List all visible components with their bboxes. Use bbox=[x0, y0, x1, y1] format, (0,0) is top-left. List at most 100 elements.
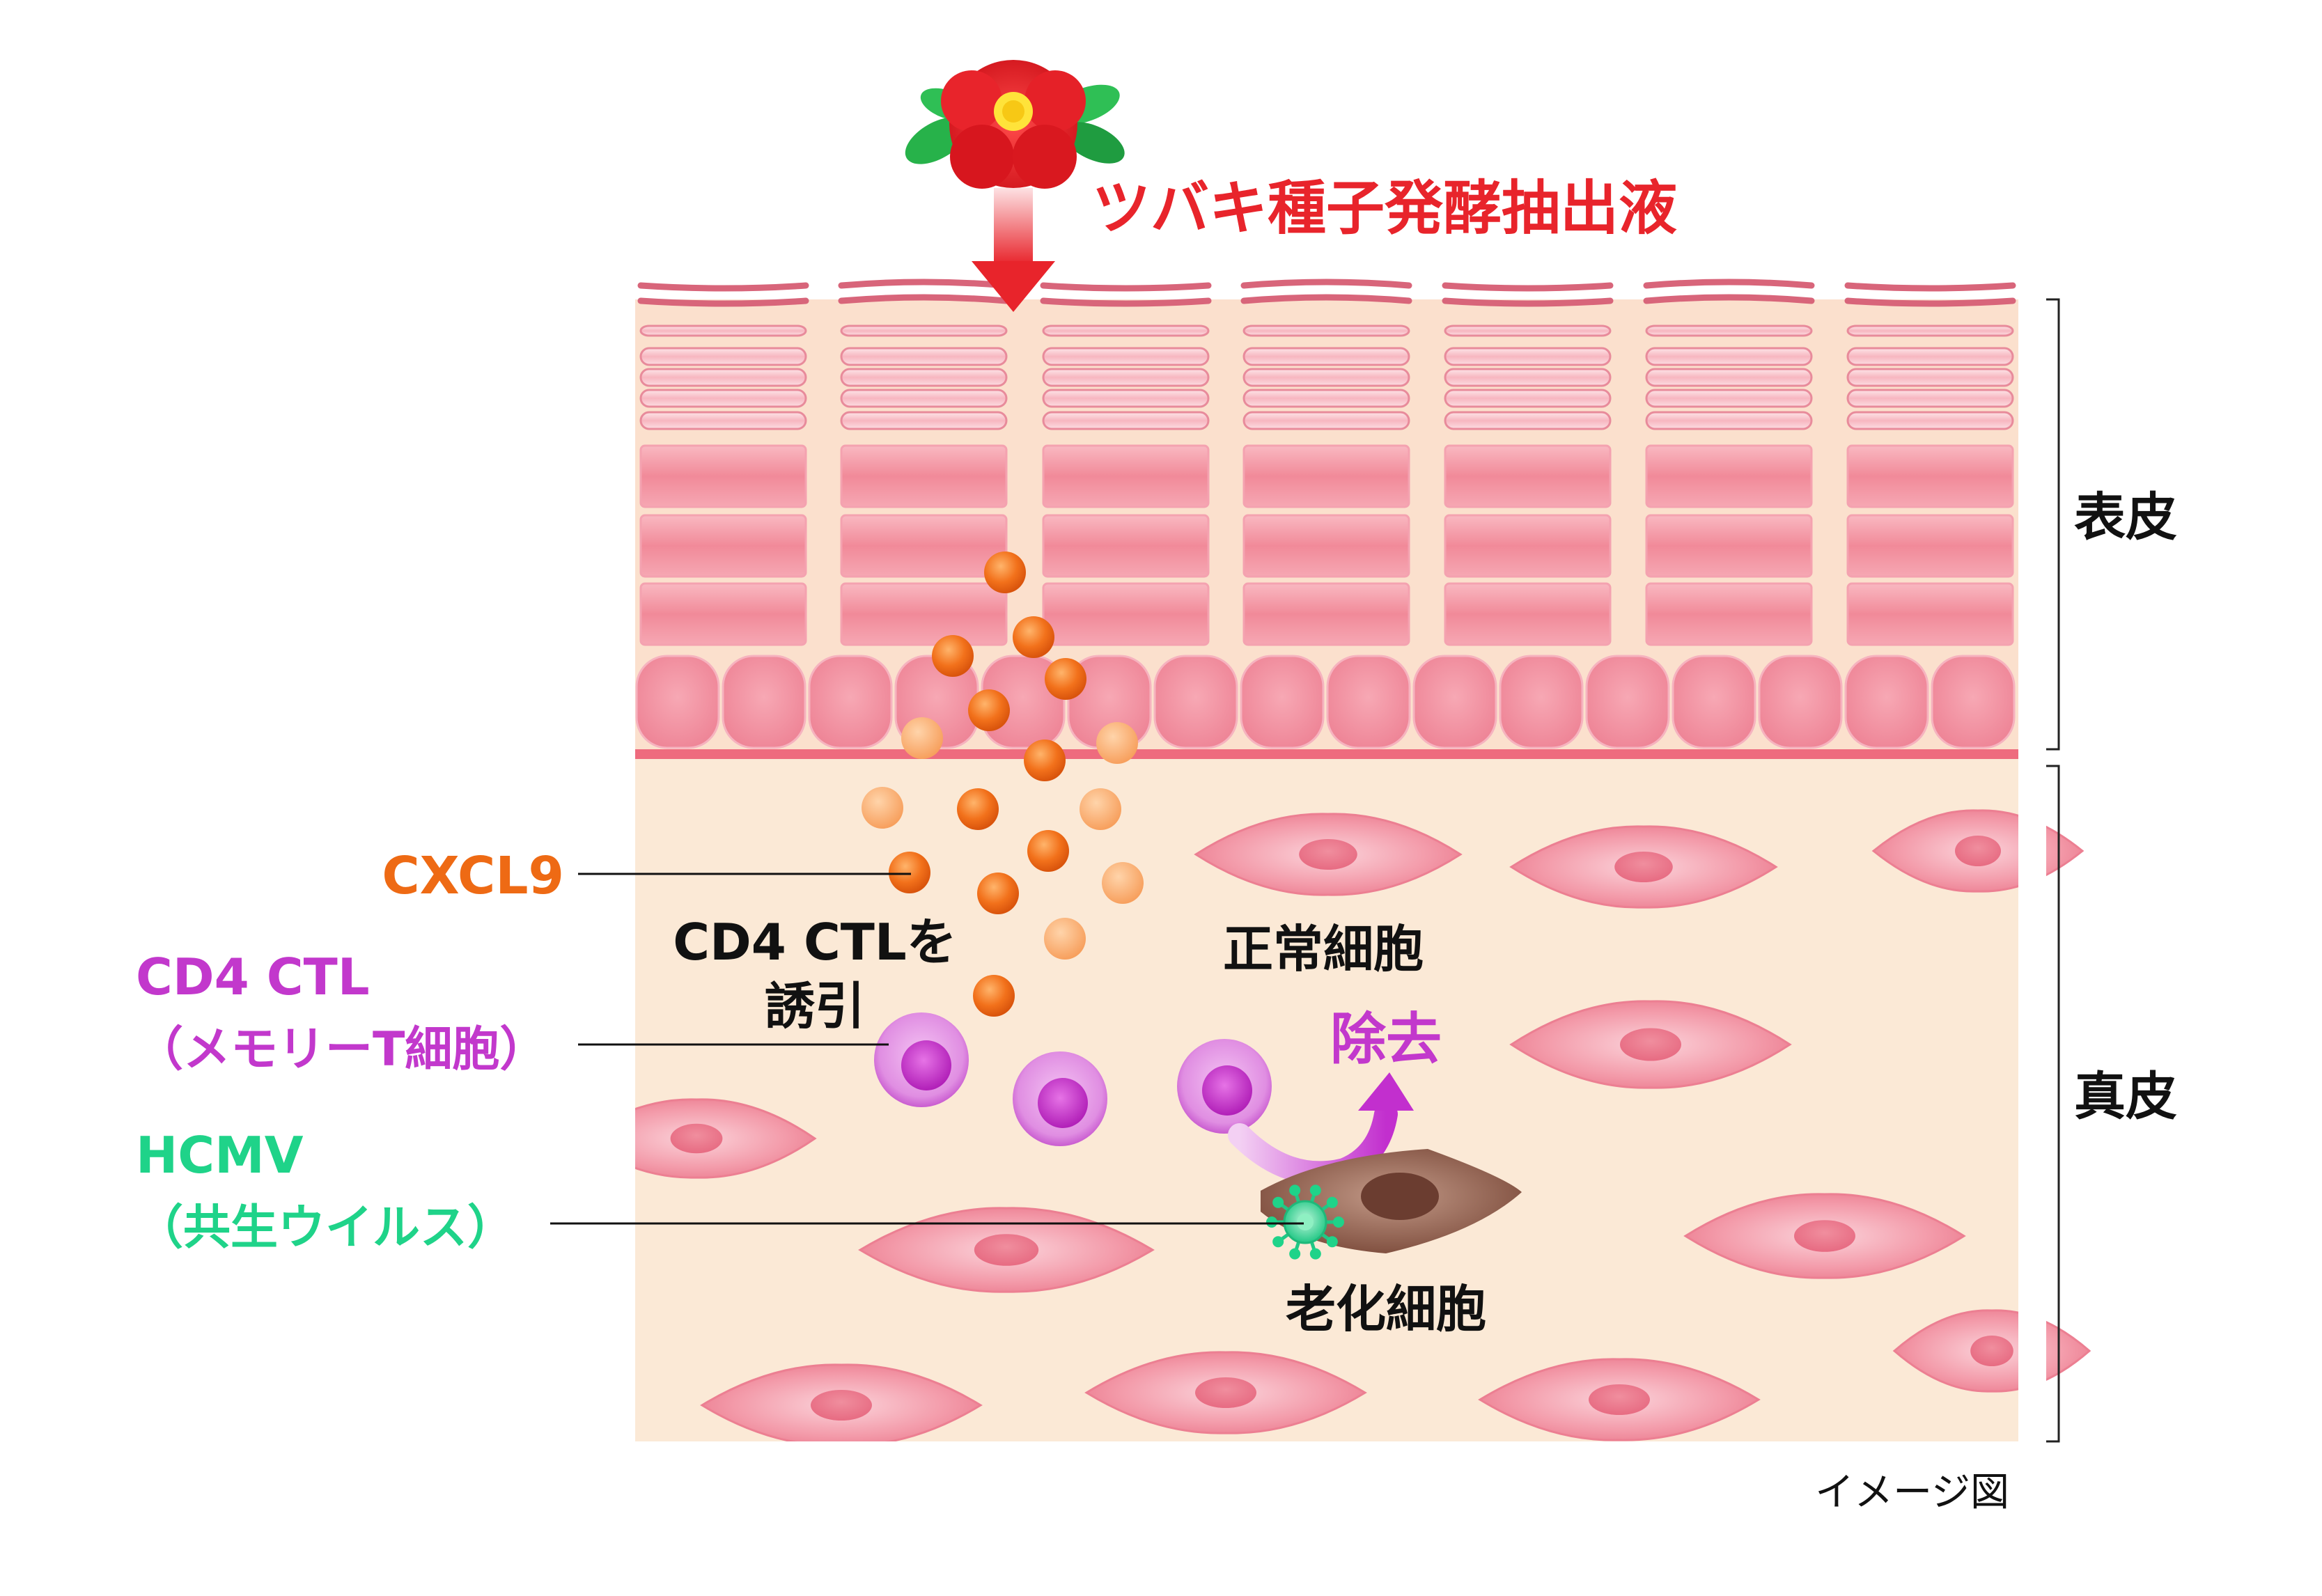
basal-cell bbox=[1585, 655, 1670, 749]
spinous-cell bbox=[840, 582, 1008, 646]
granular-cell bbox=[1242, 411, 1410, 430]
stratum-corneum-strand bbox=[1040, 297, 1212, 307]
dermis-bottom-mask bbox=[635, 1441, 2021, 1483]
hcmv-label: HCMV bbox=[136, 1126, 304, 1184]
granular-cell bbox=[1645, 347, 1813, 366]
camellia-flower-icon bbox=[905, 60, 1125, 189]
induce-label: CD4 CTLを bbox=[673, 913, 957, 971]
fibroblast-nucleus bbox=[1970, 1335, 2013, 1367]
basal-cell bbox=[1412, 655, 1497, 749]
virus-spike-tip bbox=[1309, 1184, 1321, 1196]
spinous-cell bbox=[1444, 444, 1612, 508]
dermis-right-mask bbox=[2018, 758, 2046, 1454]
cxcl9-dot bbox=[1013, 616, 1054, 658]
dermis-fibroblasts bbox=[0, 758, 2091, 1483]
spinous-cell bbox=[639, 582, 807, 646]
granular-cell bbox=[1042, 411, 1210, 430]
induce-sublabel: 誘引 bbox=[765, 977, 865, 1035]
spinous-cell bbox=[1242, 514, 1410, 578]
cxcl9-dot bbox=[1102, 862, 1144, 904]
virus-spike-tip bbox=[1289, 1184, 1301, 1196]
hcmv-sublabel: （共生ウイルス） bbox=[136, 1200, 515, 1255]
stratum-corneum-strand bbox=[1240, 294, 1412, 304]
spinous-cell bbox=[1846, 514, 2014, 578]
granular-cell bbox=[1444, 411, 1612, 430]
spinous-cell bbox=[1444, 582, 1612, 646]
cd4-ctl-cell-1 bbox=[874, 1012, 969, 1107]
granular-cell bbox=[1042, 368, 1210, 387]
virus-spike-tip bbox=[1326, 1236, 1338, 1248]
normal-cell-label: 正常細胞 bbox=[1223, 920, 1424, 978]
fibroblast-nucleus bbox=[811, 1389, 872, 1421]
dermis-label: 真皮 bbox=[2074, 1067, 2177, 1127]
hcmv-virus-icon bbox=[1266, 1184, 1344, 1260]
basal-cell bbox=[722, 655, 807, 749]
granular-cell bbox=[1444, 347, 1612, 366]
virus-spike-tip bbox=[1333, 1216, 1344, 1228]
virus-spike-tip bbox=[1326, 1196, 1338, 1208]
cxcl9-dot bbox=[957, 788, 999, 830]
cxcl9-dot bbox=[1096, 722, 1138, 764]
granular-cell bbox=[1242, 389, 1410, 408]
granular-cell bbox=[1042, 347, 1210, 366]
stratum-corneum-strand bbox=[1442, 282, 1614, 292]
cd4-ctl-cell-3 bbox=[1177, 1039, 1272, 1134]
basal-cell bbox=[1758, 655, 1843, 749]
fibroblast-nucleus bbox=[974, 1234, 1039, 1266]
stratum-corneum-strand bbox=[838, 294, 1010, 304]
fibroblast-nucleus bbox=[1620, 1028, 1681, 1061]
virus-core bbox=[1297, 1214, 1314, 1230]
fibroblast-nucleus bbox=[1299, 838, 1357, 870]
stratum-corneum-strand bbox=[1844, 282, 2016, 292]
granular-cell bbox=[1444, 324, 1612, 337]
stratum-corneum-strand bbox=[1240, 279, 1412, 289]
fibroblast-nucleus bbox=[670, 1123, 723, 1154]
cxcl9-dot bbox=[984, 551, 1026, 593]
granular-cell bbox=[1042, 324, 1210, 337]
cxcl9-dot bbox=[1080, 788, 1121, 830]
cxcl9-dot bbox=[968, 689, 1010, 731]
granular-cell bbox=[1645, 389, 1813, 408]
granular-cell bbox=[840, 368, 1008, 387]
stratum-corneum-strand bbox=[838, 279, 1010, 289]
basal-cell bbox=[1931, 655, 2016, 749]
granular-cell bbox=[1645, 324, 1813, 337]
granular-cell bbox=[1042, 389, 1210, 408]
spinous-cell bbox=[639, 514, 807, 578]
granular-cell bbox=[1846, 368, 2014, 387]
cxcl9-dot bbox=[1045, 658, 1086, 700]
senescent-cell-label: 老化細胞 bbox=[1286, 1280, 1486, 1338]
granular-cell bbox=[1645, 411, 1813, 430]
granular-cell bbox=[1645, 368, 1813, 387]
spinous-cell bbox=[1042, 444, 1210, 508]
extract-title: ツバキ種子発酵抽出液 bbox=[1092, 174, 1677, 242]
cxcl9-dot bbox=[1024, 740, 1066, 781]
virus-spike-tip bbox=[1272, 1196, 1284, 1208]
fibroblast-nucleus bbox=[1794, 1220, 1855, 1252]
granular-cell bbox=[639, 324, 807, 337]
basement-membrane bbox=[635, 749, 2018, 759]
spinous-cell bbox=[639, 444, 807, 508]
granular-cell bbox=[840, 324, 1008, 337]
cd4-ctl-cells bbox=[874, 1012, 1272, 1146]
cxcl9-dot bbox=[973, 975, 1015, 1017]
virus-spike-tip bbox=[1272, 1236, 1284, 1248]
fibroblast-nucleus bbox=[1195, 1377, 1256, 1409]
dermis-left-mask bbox=[0, 758, 635, 1454]
spinous-cell bbox=[1645, 444, 1813, 508]
fibroblast-nucleus bbox=[1955, 835, 2001, 867]
cd4ctl-label: CD4 CTL bbox=[136, 948, 370, 1006]
removal-label: 除去 bbox=[1330, 1007, 1442, 1072]
stratum-corneum-strand bbox=[1844, 297, 2016, 307]
cd4-ctl-cell-2 bbox=[1013, 1051, 1107, 1146]
cxcl9-dot bbox=[977, 873, 1019, 914]
cxcl9-dot bbox=[932, 635, 974, 677]
granular-cell bbox=[639, 347, 807, 366]
spinous-cell bbox=[1042, 514, 1210, 578]
cxcl9-chemokines bbox=[862, 551, 1144, 1017]
granular-cell bbox=[1242, 324, 1410, 337]
stratum-corneum-strand bbox=[1442, 297, 1614, 307]
dermis-bracket bbox=[2046, 765, 2060, 1443]
granular-cell bbox=[1846, 347, 2014, 366]
